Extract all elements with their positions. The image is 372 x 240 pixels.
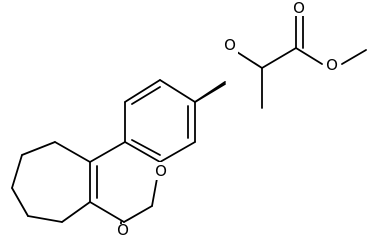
ring-oxygen-label: O — [155, 162, 167, 180]
bond — [54, 141, 91, 163]
bond — [159, 79, 196, 103]
bond — [11, 154, 23, 189]
cycloheptene-ring — [11, 141, 91, 223]
methoxy-oxygen-label: O — [326, 56, 338, 74]
benzene-ring — [124, 79, 196, 163]
bond — [89, 201, 125, 223]
bond — [236, 51, 263, 69]
label-mask — [222, 36, 238, 54]
bond — [159, 141, 196, 163]
bond — [123, 205, 153, 223]
label-mask — [324, 56, 340, 74]
lactone-ring — [89, 141, 161, 227]
lactone-carbonyl-oxygen-label: O — [117, 221, 129, 238]
bond — [295, 47, 323, 65]
ester-carbonyl-oxygen-label: O — [293, 0, 305, 17]
ether-oxygen-label: O — [224, 36, 236, 54]
atom-labels: O O O O O — [115, 0, 340, 238]
label-mask — [153, 162, 169, 180]
bond — [261, 47, 297, 69]
bond — [61, 201, 91, 223]
bond — [11, 187, 29, 217]
bond — [341, 49, 367, 65]
label-mask — [115, 224, 131, 238]
ester-side-chain — [194, 13, 367, 109]
double-bond-inner — [131, 139, 161, 156]
ether-link — [194, 83, 226, 103]
bond — [27, 215, 63, 223]
bond — [21, 141, 56, 156]
bond — [89, 141, 126, 163]
bond — [194, 83, 226, 103]
double-bond-inner — [131, 86, 161, 105]
bond — [124, 141, 161, 163]
label-mask — [291, 0, 307, 16]
bond — [124, 79, 161, 103]
